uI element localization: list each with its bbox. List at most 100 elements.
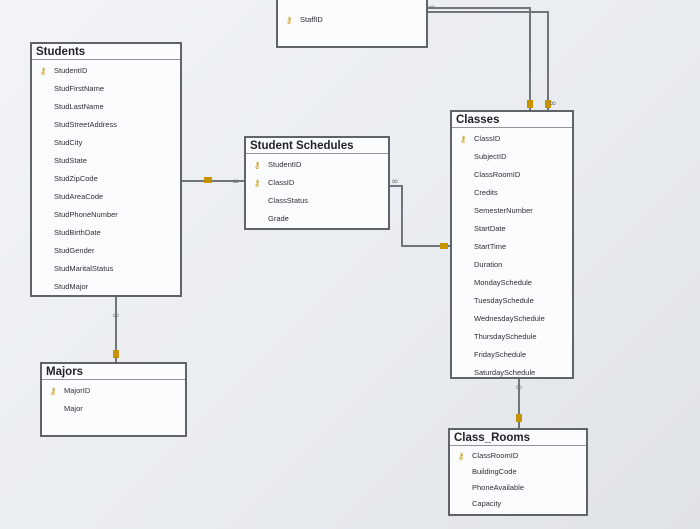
column-label: StudCity (54, 138, 83, 147)
column-label: StartTime (474, 242, 507, 251)
column-label: StudentID (54, 66, 88, 75)
connector-infinity-symbol: ∞ (232, 177, 240, 187)
column-row: StudStreetAddress (32, 116, 180, 134)
column-label: StudLastName (54, 102, 104, 111)
column-row: PhoneAvailable (450, 480, 586, 496)
column-label: Capacity (472, 499, 502, 508)
column-label: MajorID (64, 386, 91, 395)
column-label: StudentID (268, 160, 302, 169)
table-title: Student Schedules (246, 138, 388, 154)
table-student-schedules[interactable]: Student Schedules ⚷ StudentID ⚷ClassID Cl… (244, 136, 390, 230)
column-row: ⚷ ClassID (452, 130, 572, 148)
column-label: Credits (474, 188, 498, 197)
table-title: Class_Rooms (450, 430, 586, 446)
table-staff[interactable]: ⚷ StaffID (276, 0, 428, 48)
column-label: StudState (54, 156, 87, 165)
column-label: Major (64, 404, 83, 413)
column-row: ClassStatus (246, 192, 388, 210)
primary-key-icon: ⚷ (253, 160, 261, 170)
column-label: StudPhoneNumber (54, 210, 118, 219)
column-label: Grade (268, 214, 289, 223)
column-label: SemesterNumber (474, 206, 533, 215)
primary-key-icon: ⚷ (457, 451, 465, 461)
column-row: ⚷ClassID (246, 174, 388, 192)
column-row: StudAreaCode (32, 188, 180, 206)
column-label: ClassRoomID (472, 451, 519, 460)
table-students[interactable]: Students ⚷StudentID StudFirstName StudLa… (30, 42, 182, 297)
column-row: Credits (452, 184, 572, 202)
connector-key-end (516, 414, 522, 422)
column-row: BuildingCode (450, 464, 586, 480)
connector-infinity-symbol: ∞ (428, 3, 436, 13)
table-majors[interactable]: Majors ⚷ MajorID Major (40, 362, 187, 437)
column-label: ClassID (474, 134, 501, 143)
column-label: StudGender (54, 246, 95, 255)
connector-infinity-symbol: ∞ (549, 99, 557, 109)
column-row: SubjectID (452, 148, 572, 166)
column-row: StudFirstName (32, 80, 180, 98)
column-row: StartDate (452, 220, 572, 238)
connector-infinity-symbol: ∞ (391, 177, 399, 187)
connector-key-end (527, 100, 533, 108)
column-label: SaturdaySchedule (474, 368, 536, 377)
column-label: StudAreaCode (54, 192, 104, 201)
column-row: Duration (452, 256, 572, 274)
column-label: BuildingCode (472, 467, 517, 476)
relationship-classes-schedules-line (390, 185, 450, 247)
table-title: Majors (42, 364, 185, 380)
column-row: Major (42, 400, 185, 418)
primary-key-icon: ⚷ (459, 134, 467, 144)
column-label: PhoneAvailable (472, 483, 524, 492)
column-row: StudCity (32, 134, 180, 152)
table-classes[interactable]: Classes ⚷ ClassID SubjectID ClassRoomID C… (450, 110, 574, 379)
column-label: ThursdaySchedule (474, 332, 537, 341)
column-row: FridaySchedule (452, 346, 572, 364)
column-row: StudBirthDate (32, 224, 180, 242)
primary-key-icon: ⚷ (285, 15, 293, 25)
column-label: StudStreetAddress (54, 120, 117, 129)
column-row: WednesdaySchedule (452, 310, 572, 328)
column-row: StartTime (452, 238, 572, 256)
column-row: ClassRoomID (452, 166, 572, 184)
column-row: StudPhoneNumber (32, 206, 180, 224)
column-row: ⚷ StudentID (246, 156, 388, 174)
column-label: StudFirstName (54, 84, 105, 93)
relationship-staff-classes-line-2 (427, 11, 549, 110)
column-row: ThursdaySchedule (452, 328, 572, 346)
column-row: StudZipCode (32, 170, 180, 188)
column-label: StudMaritalStatus (54, 264, 114, 273)
column-label: StudZipCode (54, 174, 98, 183)
column-label: StaffID (300, 15, 323, 24)
column-row: Grade (246, 210, 388, 228)
connector-key-end (440, 243, 448, 249)
column-row: ⚷ StaffID (278, 11, 426, 29)
connector-infinity-symbol: ∞ (515, 383, 523, 393)
column-label: StudMajor (54, 282, 89, 291)
column-row: StudState (32, 152, 180, 170)
column-row: StudMaritalStatus (32, 260, 180, 278)
table-class-rooms[interactable]: Class_Rooms ⚷ ClassRoomID BuildingCode Ph… (448, 428, 588, 516)
column-row: StudMajor (32, 278, 180, 296)
column-row: ⚷ MajorID (42, 382, 185, 400)
column-label: StudBirthDate (54, 228, 101, 237)
column-label: FridaySchedule (474, 350, 527, 359)
column-row: TuesdaySchedule (452, 292, 572, 310)
column-label: ClassRoomID (474, 170, 521, 179)
primary-key-icon: ⚷ (253, 178, 261, 188)
column-row: ⚷ ClassRoomID (450, 448, 586, 464)
table-title: Classes (452, 112, 572, 128)
column-row: StudGender (32, 242, 180, 260)
column-row: ⚷StudentID (32, 62, 180, 80)
primary-key-icon: ⚷ (49, 386, 57, 396)
column-row: StudLastName (32, 98, 180, 116)
column-label: TuesdaySchedule (474, 296, 534, 305)
column-label: StartDate (474, 224, 506, 233)
connector-key-end (113, 350, 119, 358)
relationship-staff-classes-line (427, 7, 531, 110)
column-label: SubjectID (474, 152, 507, 161)
column-row: SaturdaySchedule (452, 364, 572, 382)
connector-key-end (204, 177, 212, 183)
column-label: Duration (474, 260, 503, 269)
